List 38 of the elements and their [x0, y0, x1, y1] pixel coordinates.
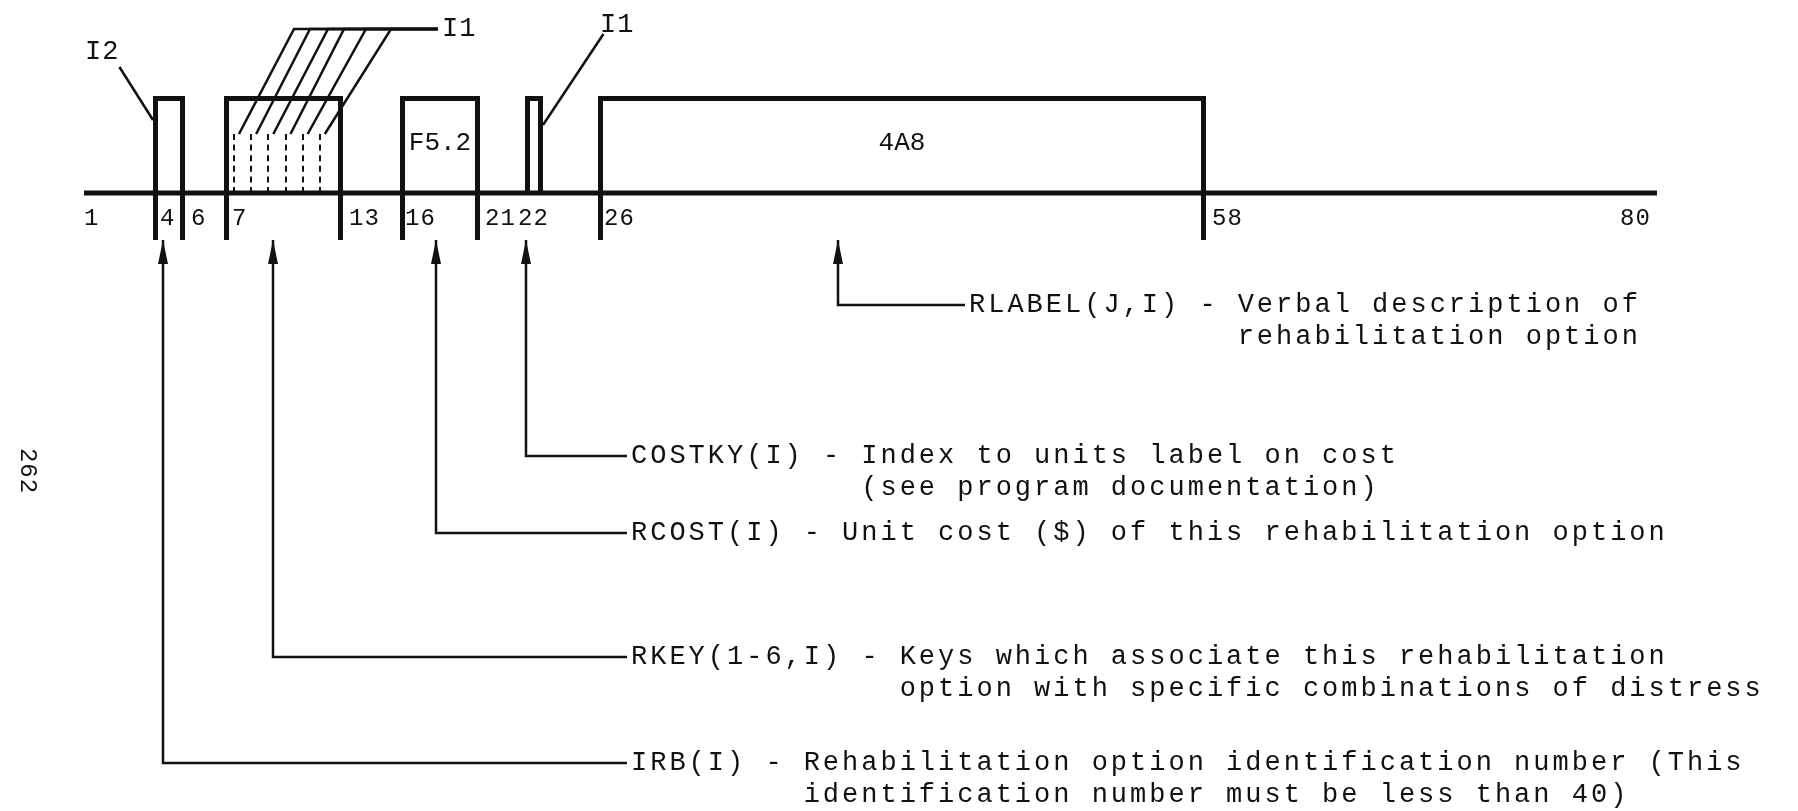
- variable-name: RLABEL(J,I) -: [969, 289, 1219, 321]
- variable-description: Verbal description of rehabilitation option: [1237, 289, 1642, 353]
- column-number: 6: [191, 206, 207, 232]
- column-number: 58: [1212, 206, 1243, 232]
- variable-description: Unit cost ($) of this rehabilitation option: [842, 517, 1669, 549]
- field-box: [224, 96, 343, 240]
- column-number: 22: [518, 206, 549, 232]
- field-box: [400, 96, 480, 240]
- leader-line: [118, 66, 155, 121]
- column-number: 7: [232, 206, 248, 232]
- field-box: [598, 96, 1206, 240]
- format-code: 4A8: [877, 128, 927, 158]
- column-number: 80: [1620, 206, 1651, 232]
- column-number: 1: [84, 206, 100, 232]
- arrow: [521, 240, 627, 458]
- column-number: 21: [485, 206, 516, 232]
- arrow: [268, 240, 627, 659]
- leader-line: [541, 33, 605, 126]
- variable-description: Rehabilitation option identification number (This identification number must be less than 40): [803, 747, 1746, 811]
- arrow: [833, 240, 965, 307]
- callout-label: I1: [442, 14, 477, 44]
- callout-label: I1: [600, 10, 635, 40]
- page-number: 262: [14, 447, 41, 495]
- variable-description: Index to units label on cost (see program documentation): [861, 440, 1400, 504]
- format-code: F5.2: [407, 128, 473, 158]
- column-number: 4: [160, 206, 176, 232]
- arrow: [158, 240, 627, 765]
- variable-name: RCOST(I) -: [631, 517, 824, 549]
- variable-name: IRB(I) -: [631, 747, 785, 779]
- arrow: [431, 240, 627, 535]
- column-number: 26: [604, 206, 635, 232]
- variable-name: COSTKY(I) -: [631, 440, 843, 472]
- variable-name: RKEY(1-6,I) -: [631, 641, 881, 673]
- column-number: 16: [405, 206, 436, 232]
- field-box: [153, 96, 185, 240]
- variable-description: Keys which associate this rehabilitation option with specific combinations of distress: [899, 641, 1765, 705]
- callout-label: I2: [85, 37, 120, 67]
- column-number: 13: [349, 206, 380, 232]
